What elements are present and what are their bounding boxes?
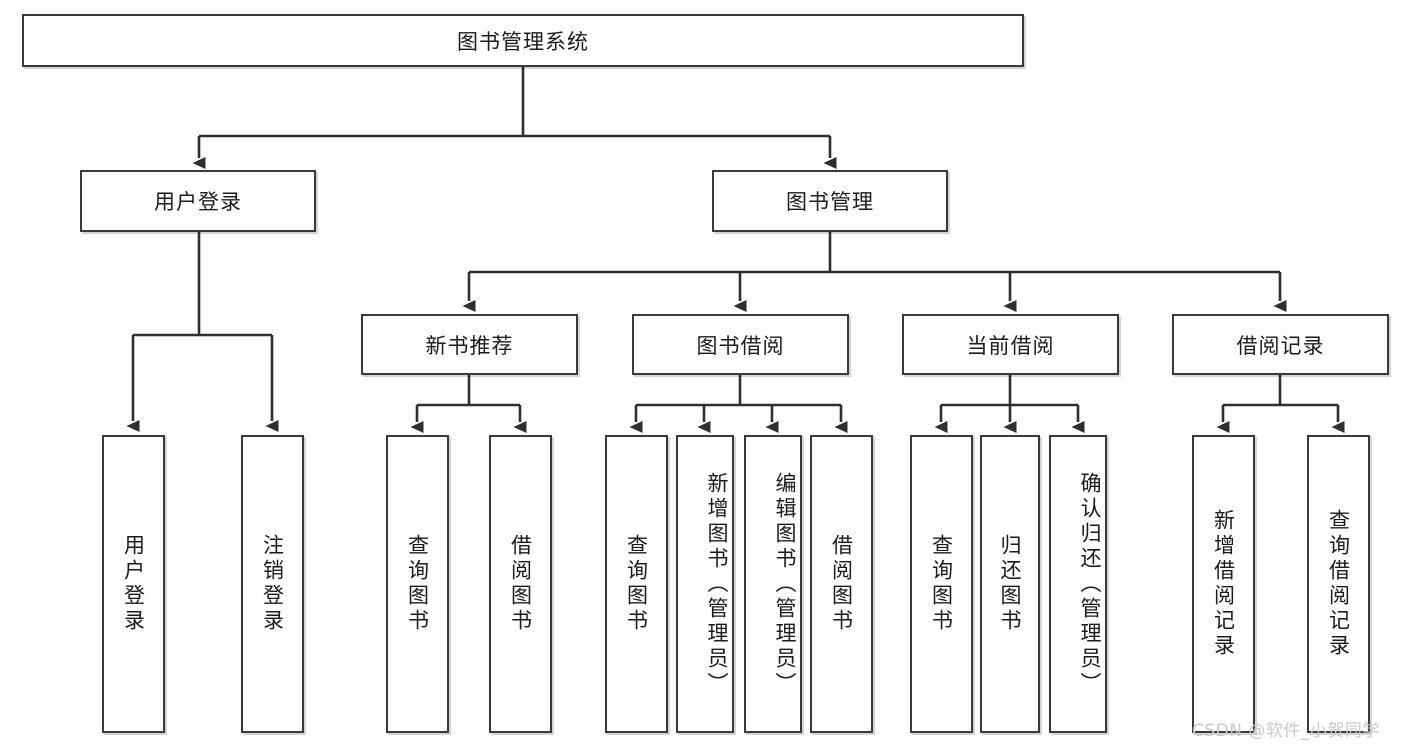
node-label: 查询借阅记录 xyxy=(1326,509,1351,659)
node-label: 新书推荐 xyxy=(425,333,514,358)
node-leaf-add-book-admin[interactable]: 新增图书（管理员） xyxy=(676,435,734,733)
node-new-book-recommendation[interactable]: 新书推荐 xyxy=(361,314,578,375)
node-leaf-user-login[interactable]: 用户登录 xyxy=(102,435,165,733)
node-leaf-borrow-book-borrow[interactable]: 借阅图书 xyxy=(810,435,873,733)
node-label: 图书管理 xyxy=(786,190,874,214)
node-label: 新增借阅记录 xyxy=(1211,509,1236,659)
node-label: 用户登录 xyxy=(154,190,242,214)
node-leaf-query-borrow-record[interactable]: 查询借阅记录 xyxy=(1307,435,1370,733)
node-book-management[interactable]: 图书管理 xyxy=(712,170,948,232)
node-leaf-query-book-borrow[interactable]: 查询图书 xyxy=(605,435,668,733)
node-label: 注销登录 xyxy=(260,534,285,634)
node-label: 借阅图书 xyxy=(829,534,854,634)
node-label: 当前借阅 xyxy=(966,333,1055,358)
node-label: 借阅记录 xyxy=(1236,333,1325,358)
node-label: 图书管理系统 xyxy=(457,29,589,54)
node-leaf-borrow-book-recommendation[interactable]: 借阅图书 xyxy=(489,435,552,733)
node-label: 用户登录 xyxy=(121,534,146,634)
node-label: 借阅图书 xyxy=(508,534,533,634)
node-label: 确认归还（管理员） xyxy=(1078,471,1102,697)
node-label: 查询图书 xyxy=(405,534,430,634)
node-label: 新增图书（管理员） xyxy=(705,471,729,697)
node-book-borrowing[interactable]: 图书借阅 xyxy=(632,314,849,375)
node-label: 图书借阅 xyxy=(696,333,785,358)
node-leaf-edit-book-admin[interactable]: 编辑图书（管理员） xyxy=(744,435,802,733)
node-current-borrowing[interactable]: 当前借阅 xyxy=(902,314,1119,375)
node-borrowing-record[interactable]: 借阅记录 xyxy=(1172,314,1389,375)
node-library-management-system[interactable]: 图书管理系统 xyxy=(22,14,1024,67)
node-label: 编辑图书（管理员） xyxy=(773,471,797,697)
node-label: 归还图书 xyxy=(998,534,1022,634)
node-leaf-query-book-recommendation[interactable]: 查询图书 xyxy=(386,435,449,733)
node-label: 查询图书 xyxy=(624,534,649,634)
node-leaf-confirm-return-admin[interactable]: 确认归还（管理员） xyxy=(1049,435,1107,733)
node-leaf-query-book-current[interactable]: 查询图书 xyxy=(910,435,973,733)
node-leaf-add-borrow-record[interactable]: 新增借阅记录 xyxy=(1192,435,1255,733)
node-user-login[interactable]: 用户登录 xyxy=(80,170,316,232)
node-leaf-return-book[interactable]: 归还图书 xyxy=(980,435,1040,733)
node-leaf-logout-login[interactable]: 注销登录 xyxy=(241,435,304,733)
node-label: 查询图书 xyxy=(929,534,954,634)
